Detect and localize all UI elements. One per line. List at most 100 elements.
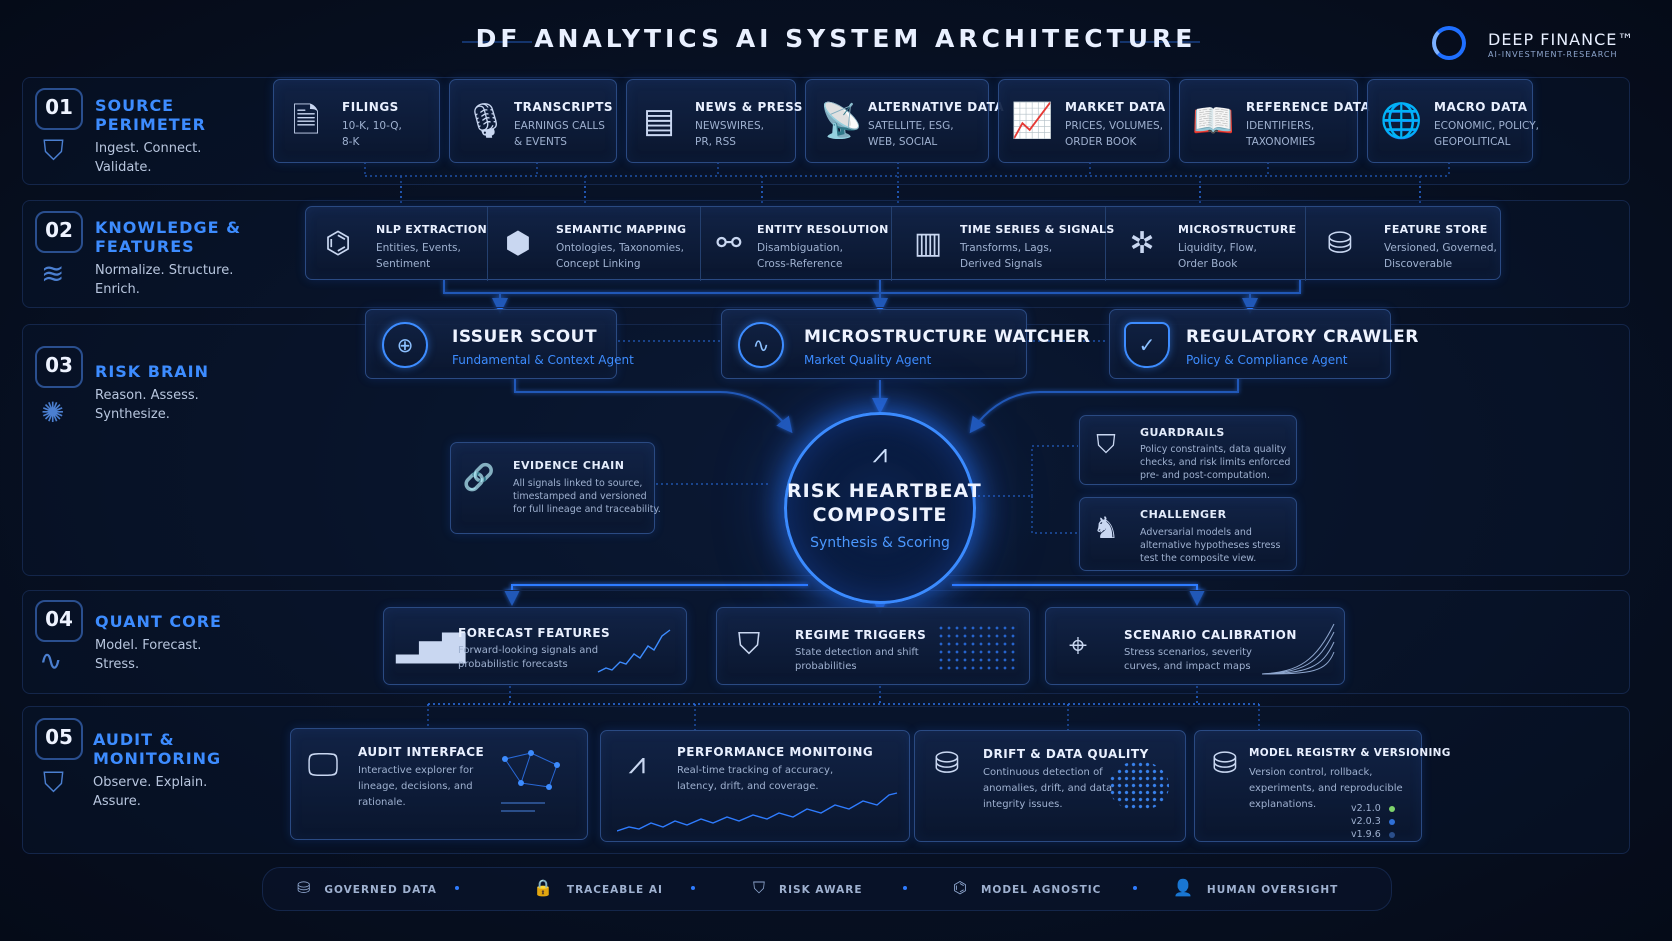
guardrails-card[interactable]: ⛉ GUARDRAILS Policy constraints, data qu… xyxy=(1079,415,1297,485)
layer-label-03: 03 ✺ xyxy=(35,346,83,428)
brand-name: DEEP FINANCE™ xyxy=(1488,30,1635,49)
source-card-news[interactable]: ▤ NEWS & PRESS NEWSWIRES, PR, RSS xyxy=(626,79,802,163)
source-card-reference[interactable]: 📖 REFERENCE DATA IDENTIFIERS, TAXONOMIES xyxy=(1179,79,1370,163)
source-card-alternative[interactable]: 📡 ALTERNATIVE DATA SATELLITE, ESG, WEB, … xyxy=(805,79,1004,163)
footer-label: GOVERNED DATA xyxy=(324,884,437,896)
layer-desc: Ingest. Connect. Validate. xyxy=(95,141,202,175)
footer-item-governed-data: ⛁ GOVERNED DATA xyxy=(297,868,437,908)
card-desc: Policy constraints, data quality checks,… xyxy=(1140,444,1291,481)
feature-nlp-extraction[interactable]: ⌬ NLP EXTRACTION Entities, Events, Senti… xyxy=(306,207,488,281)
quant-card-forecast[interactable]: ▂▅▇ FORECAST FEATURES Forward-looking si… xyxy=(383,607,687,685)
version-label: v2.0.3 xyxy=(1351,816,1381,827)
feature-title: NLP EXTRACTION xyxy=(376,223,488,236)
microphone-icon: 🎙 xyxy=(464,101,508,141)
audit-card-registry[interactable]: ⛁ MODEL REGISTRY & VERSIONING Version co… xyxy=(1194,730,1450,842)
card-desc: Adversarial models and alternative hypot… xyxy=(1140,527,1281,564)
version-row: v2.1.0 xyxy=(1351,803,1395,814)
card-title: ALTERNATIVE DATA xyxy=(868,100,1005,114)
layer-name: QUANT CORE xyxy=(95,612,222,631)
feature-title: FEATURE STORE xyxy=(1384,223,1488,236)
database-icon: ⛁ xyxy=(297,878,311,897)
card-title: REGIME TRIGGERS xyxy=(795,628,927,642)
audit-card-performance[interactable]: ⩘ PERFORMANCE MONITOING Real-time tracki… xyxy=(600,730,910,842)
anomaly-cluster-graphic xyxy=(1109,761,1169,811)
feature-time-series[interactable]: ▥ TIME SERIES & SIGNALS Transforms, Lags… xyxy=(892,207,1114,281)
hub-icon: ✲ xyxy=(1129,226,1155,261)
source-card-market[interactable]: 📈 MARKET DATA PRICES, VOLUMES, ORDER BOO… xyxy=(998,79,1170,163)
shield-check-icon: ⛉ xyxy=(43,134,65,167)
layer-desc: Observe. Explain. Assure. xyxy=(93,775,208,809)
layer-name: SOURCE PERIMETER xyxy=(95,96,206,134)
card-title: FORECAST FEATURES xyxy=(458,626,611,640)
agent-title: REGULATORY CRAWLER xyxy=(1186,327,1419,347)
brain-icon: ✺ xyxy=(41,396,65,429)
feature-desc: Liquidity, Flow, Order Book xyxy=(1178,242,1257,270)
chain-link-icon: 🔗 xyxy=(462,463,496,493)
agent-microstructure-watcher[interactable]: ∿ MICROSTRUCTURE WATCHER Market Quality … xyxy=(721,309,1090,379)
database-icon: ⛁ xyxy=(934,746,960,781)
audit-card-drift[interactable]: ⛁ DRIFT & DATA QUALITY Continuous detect… xyxy=(914,730,1186,842)
agent-regulatory-crawler[interactable]: ✓ REGULATORY CRAWLER Policy & Compliance… xyxy=(1109,309,1418,379)
newspaper-icon: ▤ xyxy=(642,101,676,141)
card-desc: 10-K, 10-Q, 8-K xyxy=(342,120,402,148)
footer-item-human-oversight: 👤HUMAN OVERSIGHT xyxy=(1173,868,1338,908)
card-title: PERFORMANCE MONITOING xyxy=(677,745,874,759)
signal-bars-icon: ▥ xyxy=(913,226,943,261)
layer-number: 04 xyxy=(35,600,83,642)
card-desc: Version control, rollback, experiments, … xyxy=(1249,767,1403,810)
layer-label-05: 05 ⛉ xyxy=(35,718,83,798)
card-title: NEWS & PRESS xyxy=(695,100,803,114)
card-desc: PRICES, VOLUMES, ORDER BOOK xyxy=(1065,120,1164,148)
footer-label: HUMAN OVERSIGHT xyxy=(1206,884,1339,896)
link-nodes-icon: ⚯ xyxy=(716,226,742,261)
challenger-card[interactable]: ♞ CHALLENGER Adversarial models and alte… xyxy=(1079,497,1297,571)
layer-name: KNOWLEDGE & FEATURES xyxy=(95,218,242,256)
audit-card-interface[interactable]: 🖵 AUDIT INTERFACE Interactive explorer f… xyxy=(290,728,588,840)
card-desc: ECONOMIC, POLICY, GEOPOLITICAL xyxy=(1434,120,1539,148)
version-status-dot xyxy=(1388,805,1395,812)
card-desc: Interactive explorer for lineage, decisi… xyxy=(358,765,474,808)
layer-name: AUDIT & MONITORING xyxy=(93,730,222,768)
footer-label: RISK AWARE xyxy=(779,884,863,896)
feature-store[interactable]: ⛁ FEATURE STORE Versioned, Governed, Dis… xyxy=(1306,207,1502,281)
layer-number: 05 xyxy=(35,718,83,760)
risk-heartbeat-core[interactable]: ⩘ RISK HEARTBEAT COMPOSITE Synthesis & S… xyxy=(784,412,982,604)
card-desc: SATELLITE, ESG, WEB, SOCIAL xyxy=(868,120,954,148)
card-desc: NEWSWIRES, PR, RSS xyxy=(695,120,764,148)
agent-subtitle: Market Quality Agent xyxy=(804,353,932,367)
separator-dot xyxy=(903,886,907,890)
feature-semantic-mapping[interactable]: ⬢ SEMANTIC MAPPING Ontologies, Taxonomie… xyxy=(488,207,701,281)
quant-card-scenario[interactable]: ⌖ SCENARIO CALIBRATION Stress scenarios,… xyxy=(1045,607,1345,685)
database-icon: ⛁ xyxy=(1212,746,1238,781)
pulse-icon: ⩘ xyxy=(628,746,646,781)
agent-subtitle: Fundamental & Context Agent xyxy=(452,353,634,367)
card-title: EVIDENCE CHAIN xyxy=(513,459,625,472)
source-card-macro[interactable]: 🌐 MACRO DATA ECONOMIC, POLICY, GEOPOLITI… xyxy=(1367,79,1539,163)
crosshair-icon: ⊕ xyxy=(382,322,428,368)
feature-microstructure[interactable]: ✲ MICROSTRUCTURE Liquidity, Flow, Order … xyxy=(1106,207,1306,281)
card-title: CHALLENGER xyxy=(1140,508,1227,521)
feature-desc: Disambiguation, Cross-Reference xyxy=(757,242,843,270)
version-row: v2.0.3 xyxy=(1351,816,1395,827)
source-card-filings[interactable]: 🗎 FILINGS 10-K, 10-Q, 8-K xyxy=(273,79,440,163)
feature-entity-resolution[interactable]: ⚯ ENTITY RESOLUTION Disambiguation, Cros… xyxy=(701,207,892,281)
card-title: AUDIT INTERFACE xyxy=(358,745,485,759)
shield-check-icon: ⛉ xyxy=(43,766,65,799)
card-desc: Real-time tracking of accuracy, latency,… xyxy=(677,765,834,792)
card-title: MODEL REGISTRY & VERSIONING xyxy=(1249,747,1451,759)
quant-card-regime[interactable]: ⛉ REGIME TRIGGERS State detection and sh… xyxy=(716,607,1030,685)
card-title: MACRO DATA xyxy=(1434,100,1528,114)
layer-number: 02 xyxy=(35,211,83,253)
card-desc: EARNINGS CALLS & EVENTS xyxy=(514,120,605,148)
core-title: RISK HEARTBEAT COMPOSITE xyxy=(787,480,982,526)
brand-ring-icon xyxy=(1432,26,1466,60)
feature-title: MICROSTRUCTURE xyxy=(1178,223,1297,236)
card-desc: All signals linked to source, timestampe… xyxy=(513,478,661,515)
source-card-transcripts[interactable]: 🎙 TRANSCRIPTS EARNINGS CALLS & EVENTS xyxy=(449,79,617,163)
evidence-chain-card[interactable]: 🔗 EVIDENCE CHAIN All signals linked to s… xyxy=(450,442,661,534)
network-graph-graphic xyxy=(501,750,560,812)
feature-desc: Entities, Events, Sentiment xyxy=(376,242,461,270)
agent-issuer-scout[interactable]: ⊕ ISSUER SCOUT Fundamental & Context Age… xyxy=(365,309,634,379)
page-title: DF ANALYTICS AI SYSTEM ARCHITECTURE xyxy=(475,24,1197,53)
